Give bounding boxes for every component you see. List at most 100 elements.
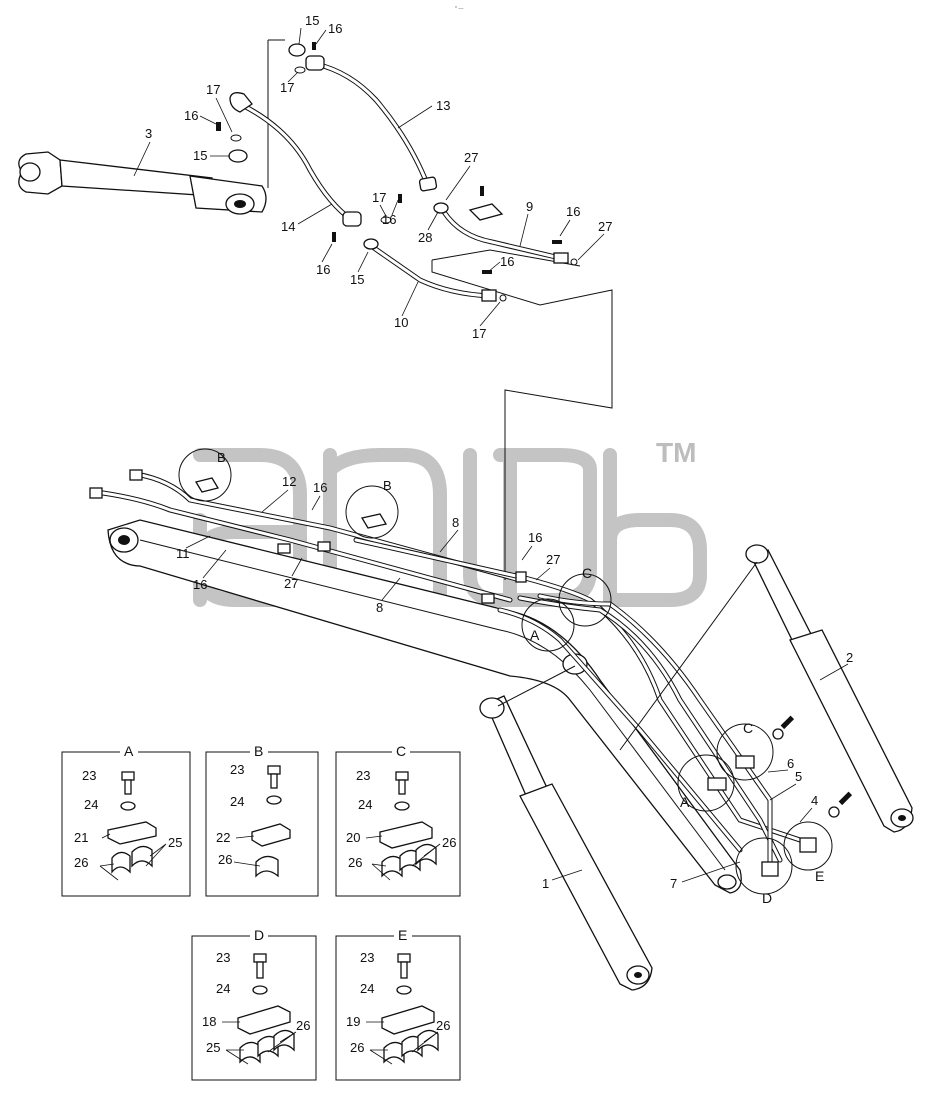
label-28: 28 bbox=[418, 230, 432, 245]
label-a: A bbox=[680, 794, 690, 810]
pad-icon bbox=[381, 855, 403, 878]
detail-box-b: B 23 24 22 26 bbox=[205, 743, 319, 897]
hose-13-fitting-end bbox=[418, 176, 438, 192]
callout-circle-e bbox=[783, 821, 833, 871]
detail-c-title: C bbox=[396, 743, 406, 759]
bolt-icon bbox=[397, 953, 411, 963]
washer-icon bbox=[252, 985, 268, 995]
label-b: B bbox=[217, 450, 226, 465]
callout-circle-c-low bbox=[716, 723, 774, 781]
detail-a-pad-left: 26 bbox=[74, 855, 88, 870]
leader-cyl-2 bbox=[619, 561, 758, 751]
washer-icon bbox=[394, 801, 410, 811]
detail-e-washer: 24 bbox=[360, 981, 374, 996]
oring-17-low bbox=[499, 294, 507, 302]
pad-icon bbox=[257, 1035, 279, 1058]
bolt-shank bbox=[270, 773, 278, 789]
detail-a-title: A bbox=[124, 743, 134, 759]
boom-pipelines bbox=[89, 469, 817, 877]
label-16: 16 bbox=[528, 530, 542, 545]
label-27: 27 bbox=[598, 219, 612, 234]
callout-circle-b-left bbox=[178, 448, 232, 502]
oring-17-top bbox=[294, 66, 306, 74]
hose-13 bbox=[313, 61, 431, 189]
detail-d-title: D bbox=[254, 927, 264, 943]
callout-circle-a-top bbox=[521, 598, 575, 652]
detail-b-bolt: 23 bbox=[230, 762, 244, 777]
label-15: 15 bbox=[305, 13, 319, 28]
pipe-9-end-block bbox=[553, 252, 569, 264]
detail-b-clamp: 22 bbox=[216, 830, 230, 845]
label-7: 7 bbox=[670, 876, 677, 891]
leader-cyl-1 bbox=[497, 665, 576, 707]
detail-e-clamp: 19 bbox=[346, 1014, 360, 1029]
boom-cylinder-1 bbox=[479, 695, 653, 991]
pad-icon bbox=[239, 1041, 261, 1064]
detail-a-washer: 24 bbox=[84, 797, 98, 812]
bolt-16-top bbox=[312, 42, 316, 50]
pad-icon bbox=[401, 1035, 423, 1058]
detail-box-e: E 23 24 19 26 26 bbox=[335, 927, 461, 1081]
label-27: 27 bbox=[464, 150, 478, 165]
boom-structure bbox=[107, 519, 742, 894]
bolt-shank bbox=[398, 779, 406, 795]
detail-a-bolt: 23 bbox=[82, 768, 96, 783]
label-16: 16 bbox=[566, 204, 580, 219]
pipe-10-end-block bbox=[481, 289, 497, 302]
pad-icon bbox=[131, 845, 153, 868]
label-6: 6 bbox=[787, 756, 794, 771]
hose-14-elbow bbox=[229, 92, 253, 113]
detail-d-pad-left: 25 bbox=[206, 1040, 220, 1055]
clamp-icon bbox=[107, 821, 157, 845]
clamp-top-27 bbox=[468, 203, 504, 221]
detail-a-pad-right: 25 bbox=[168, 835, 182, 850]
hose-14-fitting-end bbox=[342, 211, 362, 227]
bolt-16-low bbox=[332, 232, 336, 242]
label-16: 16 bbox=[313, 480, 327, 495]
label-27: 27 bbox=[284, 576, 298, 591]
callout-b-mid-clamp bbox=[360, 513, 388, 529]
label-17: 17 bbox=[472, 326, 486, 341]
label-c: C bbox=[743, 720, 753, 736]
clamp-icon bbox=[379, 821, 433, 849]
callout-b-left-clamp bbox=[194, 477, 220, 493]
pad-icon bbox=[383, 1041, 405, 1064]
pad-icon bbox=[417, 1029, 439, 1052]
label-17: 17 bbox=[372, 190, 386, 205]
pipe-9 bbox=[441, 209, 563, 261]
label-16: 16 bbox=[328, 21, 342, 36]
label-16: 16 bbox=[382, 212, 396, 227]
detail-b-title: B bbox=[254, 743, 263, 759]
hose-13-fitting-top bbox=[305, 55, 325, 71]
label-11: 11 bbox=[176, 546, 190, 561]
label-4: 4 bbox=[811, 793, 818, 808]
bolt-icon bbox=[267, 765, 281, 775]
washer-icon bbox=[120, 801, 136, 811]
clamp-icon bbox=[381, 1005, 435, 1035]
bolt-right-upper bbox=[772, 715, 795, 740]
flange-15-low bbox=[363, 238, 379, 250]
callout-circle-c-top bbox=[558, 573, 612, 627]
callout-circle-d bbox=[735, 837, 793, 895]
label-3: 3 bbox=[145, 126, 152, 141]
label-8: 8 bbox=[452, 515, 459, 530]
bolt-16-pipe9 bbox=[480, 186, 484, 196]
detail-d-bolt: 23 bbox=[216, 950, 230, 965]
label-10: 10 bbox=[394, 315, 408, 330]
group-bracket-top bbox=[267, 39, 285, 188]
washer-icon bbox=[266, 795, 282, 805]
bolt-16-right bbox=[552, 240, 562, 244]
label-c: C bbox=[582, 565, 592, 581]
label-15: 15 bbox=[193, 148, 207, 163]
label-d: D bbox=[762, 890, 772, 906]
detail-d-clamp: 18 bbox=[202, 1014, 216, 1029]
label-2: 2 bbox=[846, 650, 853, 665]
detail-c-washer: 24 bbox=[358, 797, 372, 812]
label-8: 8 bbox=[376, 600, 383, 615]
arm-cylinder bbox=[18, 151, 267, 215]
detail-e-title: E bbox=[398, 927, 407, 943]
detail-d-pad-right: 26 bbox=[296, 1018, 310, 1033]
detail-a-clamp: 21 bbox=[74, 830, 88, 845]
callout-circle-a-low bbox=[677, 754, 735, 812]
label-13: 13 bbox=[436, 98, 450, 113]
